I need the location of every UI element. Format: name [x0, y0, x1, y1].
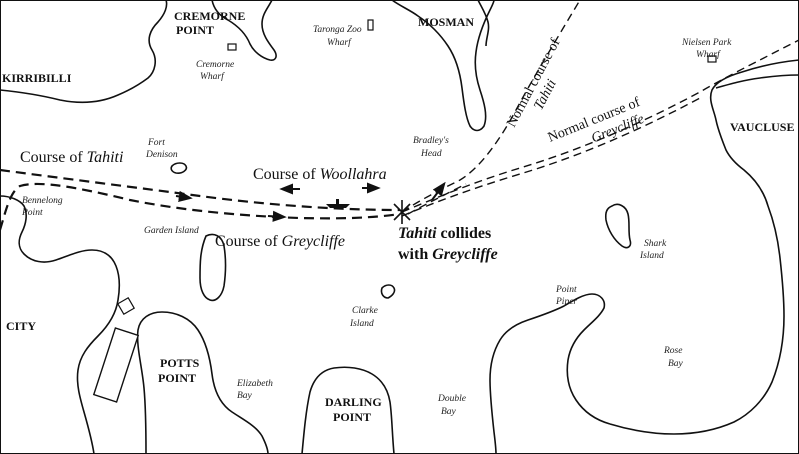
cremorne-point-label-2: POINT: [176, 23, 214, 37]
collision-label-1: Tahiti collides: [398, 225, 491, 242]
elizabeth-bay-label-1: Elizabeth: [236, 379, 273, 389]
tahiti-course-label: Course of Tahiti: [20, 149, 123, 166]
cremorne-wharf-label-1: Cremorne: [196, 60, 234, 70]
collision-tahiti-name: Tahiti: [398, 225, 437, 242]
rose-bay-label-2: Bay: [668, 359, 684, 369]
darling-point-label-2: POINT: [333, 410, 371, 424]
cremorne-point-label-1: CREMORNE: [174, 9, 245, 23]
vaucluse-coastline: [609, 59, 799, 435]
collision-with: with: [398, 246, 432, 263]
potts-point-label-1: POTTS: [160, 356, 200, 370]
tahiti-normal-arrow: [431, 181, 446, 201]
woollahra-course-prefix: Course of: [253, 166, 320, 183]
taronga-label-2: Wharf: [327, 37, 352, 48]
greycliffe-course-line: [0, 182, 401, 231]
normal-tahiti-label: Normal course of Tahiti: [504, 36, 563, 130]
point-piper-label-1: Point: [555, 285, 577, 295]
shark-island-label-1: Shark: [644, 239, 667, 249]
tahiti-course-line: [0, 168, 401, 212]
normal-greycliffe-course-line-2: [401, 97, 701, 217]
cremorne-point-coastline: [211, 0, 277, 61]
clarke-island-label-2: Island: [349, 319, 374, 329]
normal-tahiti-course-line-2: [407, 183, 467, 215]
tahiti-course-prefix: Course of: [20, 149, 87, 166]
kirribilli-coastline: [0, 0, 168, 104]
bennelong-label-1: Bennelong: [22, 196, 63, 206]
bennelong-label-2: Point: [21, 208, 43, 218]
shark-island-label-2: Island: [639, 251, 664, 261]
wharf-block-shape: [116, 296, 136, 316]
greycliffe-course-name: Greycliffe: [282, 233, 345, 250]
double-bay-label-2: Bay: [441, 407, 457, 417]
normal-tahiti-course-line: [401, 0, 581, 213]
tahiti-course-name: Tahiti: [87, 149, 124, 166]
cremorne-wharf-shape: [227, 43, 237, 51]
fort-denison-label-1: Fort: [147, 138, 165, 148]
vaucluse-label: VAUCLUSE: [730, 120, 794, 134]
taronga-wharf-shape: [367, 19, 374, 31]
normal-greycliffe-label: Normal course of Greycliffe: [546, 95, 646, 147]
kirribilli-label: KIRRIBILLI: [2, 71, 72, 85]
garden-island-shape: [199, 233, 227, 302]
fort-denison-label-2: Denison: [145, 150, 178, 160]
collision-label-2: with Greycliffe: [398, 246, 498, 263]
shark-island-shape: [604, 203, 632, 249]
woollahra-course-label: Course of Woollahra: [253, 166, 387, 183]
city-label: CITY: [6, 319, 36, 333]
tahiti-course-arrow: [175, 190, 193, 202]
cremorne-wharf-label-2: Wharf: [200, 71, 225, 82]
mosman-coastline: [391, 0, 495, 132]
rose-bay-label-1: Rose: [663, 346, 682, 356]
elizabeth-bay-label-2: Bay: [237, 391, 253, 401]
point-piper-label-2: Piper: [555, 297, 577, 307]
greycliffe-course-arrow: [267, 210, 287, 222]
bradleys-label-2: Head: [420, 149, 442, 159]
darling-point-label-1: DARLING: [325, 395, 382, 409]
double-bay-label-1: Double: [437, 394, 466, 404]
bradleys-label-1: Bradley's: [413, 136, 449, 146]
nielsen-label-2: Wharf: [696, 49, 721, 60]
nielsen-label-1: Nielsen Park: [681, 38, 732, 48]
normal-greycliffe-course-line: [401, 39, 799, 213]
fort-denison-shape: [170, 162, 188, 174]
garden-island-label: Garden Island: [144, 226, 199, 236]
woollahra-course-name: Woollahra: [320, 166, 387, 183]
clarke-island-label-1: Clarke: [352, 306, 378, 316]
city-coastline: [0, 195, 121, 454]
vaucluse-inner-coastline: [715, 74, 799, 89]
clarke-island-shape: [380, 284, 396, 299]
potts-point-coastline: [136, 311, 269, 454]
rose-bay-coastline: [489, 293, 611, 454]
collision-collides: collides: [437, 225, 492, 242]
potts-point-label-2: POINT: [158, 371, 196, 385]
darling-point-coastline: [301, 366, 395, 454]
greycliffe-course-label: Course of Greycliffe: [215, 233, 345, 250]
nielsen-wharf-shape: [707, 55, 717, 63]
woollahra-ship-icon: [326, 204, 350, 208]
collision-star-icon: [393, 200, 411, 224]
mosman-east-coastline: [477, 0, 490, 47]
taronga-label-1: Taronga Zoo: [313, 25, 362, 35]
collision-greycliffe-name: Greycliffe: [432, 246, 497, 263]
ship-funnel-icon: [336, 199, 339, 204]
mosman-label: MOSMAN: [418, 15, 474, 29]
greycliffe-course-prefix: Course of: [215, 233, 282, 250]
finger-wharf-shape: [92, 327, 140, 403]
